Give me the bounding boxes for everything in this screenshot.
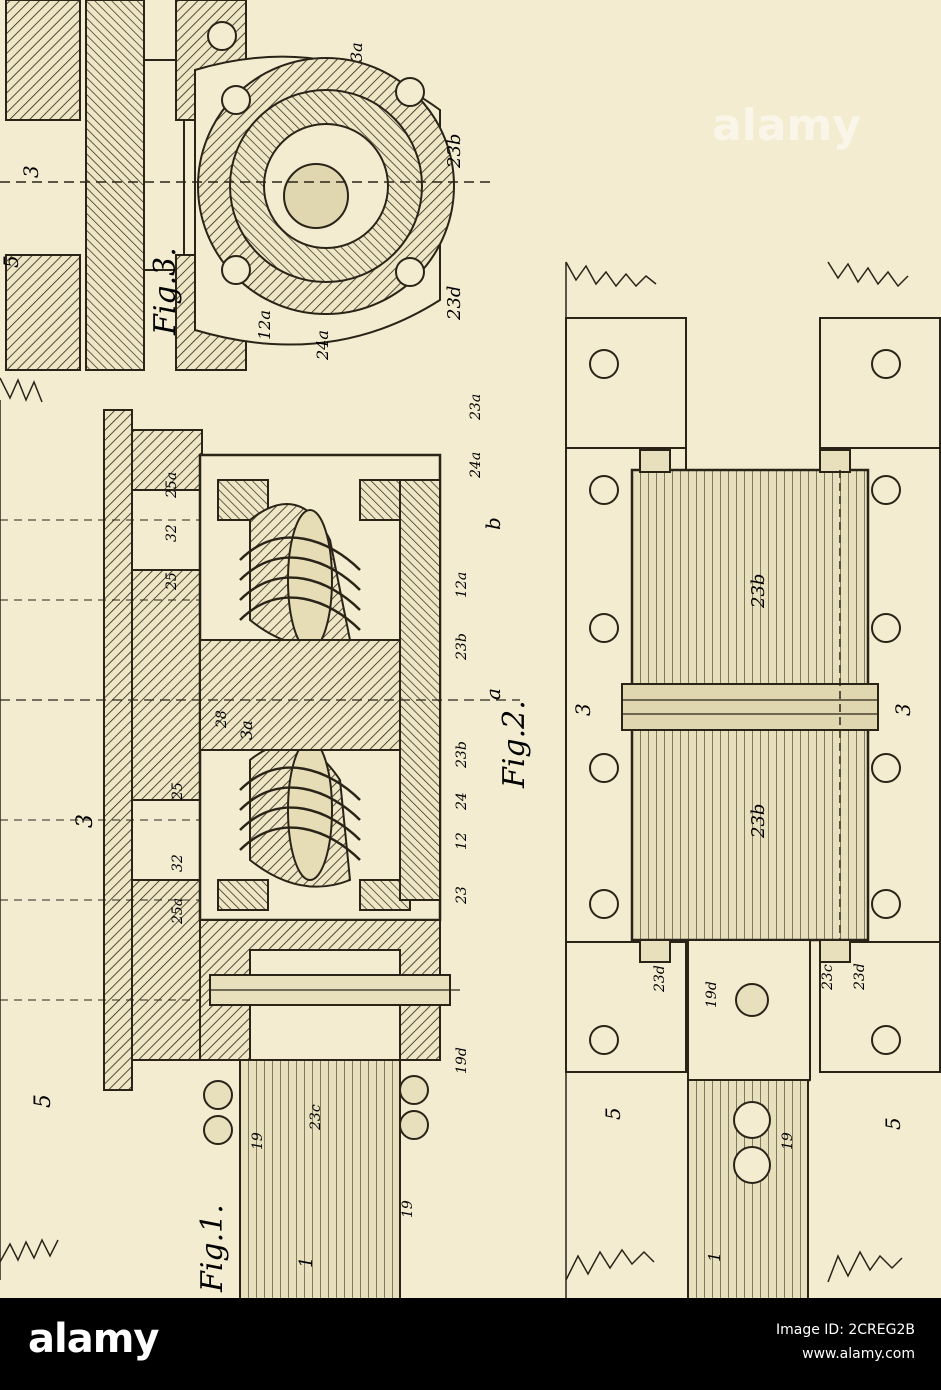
label-19-fig1-bottom: 19: [400, 1200, 416, 1218]
label-23c-fig1: 23c: [308, 1104, 324, 1131]
label-23b-fig2-top: 23b: [748, 574, 769, 609]
label-12a-fig3: 12a: [255, 310, 274, 340]
label-24a-fig3: 24a: [313, 330, 332, 361]
label-23b-fig1-top: 23b: [454, 633, 470, 661]
label-3-fig2-right: 3: [891, 703, 915, 716]
label-1-fig2: 1: [705, 1252, 724, 1262]
alamy-logo: alamy: [28, 1316, 159, 1362]
label-5-fig3: 5: [0, 255, 23, 268]
fig2-view: [565, 261, 941, 1298]
label-19-fig2: 19: [780, 1132, 796, 1150]
label-23b-fig2-bottom: 23b: [748, 804, 769, 839]
label-5-fig2-left: 5: [601, 1107, 625, 1120]
fig1-view: [0, 377, 520, 1298]
label-3-fig3: 3: [19, 165, 43, 178]
patent-drawing: Fig.3. 3 5 23b 23d 12a 24a 3a: [0, 0, 941, 1298]
label-5-fig2-right: 5: [881, 1117, 905, 1130]
label-32-bottom: 32: [170, 854, 186, 872]
label-23b-fig3: 23b: [444, 134, 465, 169]
label-23c-fig2: 23c: [820, 964, 836, 991]
fig3-title: Fig.3.: [148, 247, 183, 336]
label-b: b: [481, 517, 505, 530]
label-23b-fig1-bottom: 23b: [454, 741, 470, 769]
label-23d-fig2-right: 23d: [852, 963, 868, 991]
label-25a-bottom: 25a: [170, 898, 186, 925]
image-id-text: Image ID: 2CREG2B: [776, 1322, 915, 1338]
label-3a-fig3: 3a: [347, 42, 366, 62]
label-28: 28: [214, 710, 230, 729]
label-19d-fig2: 19d: [704, 981, 720, 1008]
label-19d-fig1: 19d: [454, 1047, 470, 1074]
label-19-fig1-top: 19: [250, 1132, 266, 1150]
stock-footer-bar: [0, 1298, 941, 1390]
label-23: 23: [454, 886, 470, 905]
label-3-fig2-left: 3: [571, 703, 595, 716]
fig3-view: [0, 0, 490, 371]
label-3a-fig1: 3a: [237, 720, 256, 740]
label-25-bottom: 25: [170, 782, 186, 801]
label-24a-fig1: 24a: [468, 452, 484, 479]
label-23d-fig2-left: 23d: [652, 965, 668, 993]
watermark-logo: alamy: [712, 100, 861, 151]
label-25-top: 25: [164, 572, 180, 591]
fig2-title: Fig.2.: [497, 700, 532, 789]
label-3-fig1: 3: [73, 814, 98, 828]
label-5-fig1: 5: [31, 1094, 56, 1108]
label-a: a: [481, 688, 505, 700]
fig1-title: Fig.1.: [195, 1204, 230, 1293]
label-32-top: 32: [164, 524, 180, 542]
label-25a-top: 25a: [164, 472, 180, 499]
label-12a-fig1: 12a: [454, 572, 470, 598]
site-url-text: www.alamy.com: [802, 1346, 915, 1362]
label-12: 12: [454, 832, 470, 850]
label-24: 24: [454, 792, 470, 811]
label-23d-fig3: 23d: [444, 286, 465, 321]
label-1-fig1: 1: [296, 1257, 317, 1268]
label-23a: 23a: [468, 394, 484, 421]
